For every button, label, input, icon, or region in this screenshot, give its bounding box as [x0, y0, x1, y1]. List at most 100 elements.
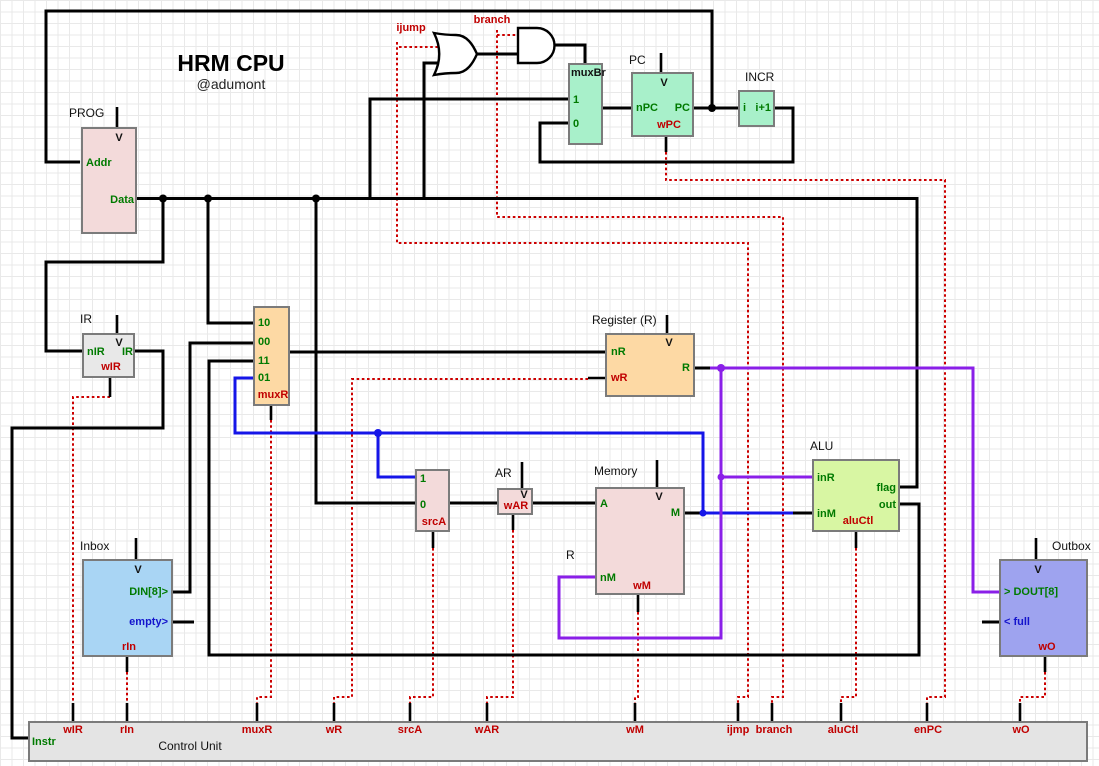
alu-flag-pin: flag	[876, 482, 896, 494]
register-block[interactable]: V nR wR R	[605, 333, 695, 397]
prog-data-pin: Data	[110, 194, 134, 206]
control-out-aluCtl: aluCtl	[827, 724, 859, 736]
register-nr-pin: nR	[611, 346, 626, 358]
srca-in1-pin: 1	[420, 473, 427, 485]
outbox-caption: Outbox	[1052, 539, 1091, 553]
wire-flag-to-or	[422, 61, 919, 489]
muxbr-block[interactable]: muxBr 1 0	[568, 63, 606, 145]
outbox-dout-pin: > DOUT[8]	[1004, 586, 1059, 598]
incr-caption: INCR	[745, 70, 775, 84]
inbox-din-pin: DIN[8]>	[129, 586, 168, 598]
incr-i1-pin: i+1	[755, 102, 771, 114]
register-clock-pin: V	[665, 337, 673, 349]
muxr-in11-pin: 11	[258, 355, 270, 367]
pc-caption: PC	[629, 53, 646, 67]
ar-clock-pin: V	[520, 489, 528, 501]
control-out-wM: wM	[626, 724, 644, 736]
memory-block[interactable]: V A M nM wM	[595, 487, 685, 595]
control-unit-caption: Control Unit	[158, 739, 222, 753]
wire-ir-to-instr	[10, 349, 165, 740]
prog-block[interactable]: V Addr Data	[81, 127, 137, 234]
control-unit-block[interactable]: Instr Control Unit	[28, 721, 1088, 762]
incr-block[interactable]: i i+1	[738, 90, 775, 127]
pin-stubs	[71, 53, 1047, 721]
srca-sel-pin: srcA	[421, 516, 447, 528]
memory-caption: Memory	[594, 464, 638, 478]
prog-caption: PROG	[69, 106, 105, 120]
wire-ctl-wM	[634, 612, 639, 703]
alu-inm-pin: inM	[817, 508, 836, 520]
pc-block[interactable]: V nPC PC wPC	[631, 72, 694, 137]
register-caption: Register (R)	[592, 313, 657, 327]
wire-ctl-muxR	[256, 420, 272, 703]
wire-ctl-aluCtl	[840, 548, 857, 703]
ir-block[interactable]: V nIR IR wIR	[82, 333, 135, 378]
prog-clock-pin: V	[115, 132, 123, 144]
alu-block[interactable]: inR inM flag out aluCtl	[812, 459, 900, 532]
muxr-block[interactable]: 10 00 11 01 muxR	[253, 306, 290, 406]
register-r-pin: R	[682, 362, 690, 374]
control-out-wR: wR	[325, 724, 343, 736]
diagram-title: HRM CPU	[177, 50, 285, 76]
wire-incr-loop	[538, 106, 795, 164]
wire-ctl-wAR	[486, 530, 514, 703]
pc-wpc-pin: wPC	[657, 119, 681, 131]
wire-data-bus	[137, 97, 568, 200]
control-out-muxR: muxR	[241, 724, 273, 736]
inbox-block[interactable]: V DIN[8]> empty> rIn	[82, 559, 173, 657]
wire-pc-to-prog-addr	[44, 9, 714, 164]
wire-ctl-wO	[1019, 672, 1046, 703]
wire-ctl-wR	[333, 378, 588, 703]
purple-wires	[557, 366, 999, 640]
outbox-block[interactable]: V > DOUT[8] < full wO	[999, 559, 1088, 657]
outbox-clock-pin: V	[1034, 564, 1042, 576]
inbox-rin-pin: rIn	[121, 641, 137, 653]
wire-bus-to-srca0	[314, 198, 415, 505]
wire-bus-to-ir	[44, 198, 165, 353]
wire-r-to-dout	[710, 366, 999, 594]
srca-block[interactable]: 1 0 srcA	[415, 469, 450, 532]
blue-wires	[233, 376, 793, 515]
gates[interactable]	[431, 26, 556, 77]
muxbr-in1-pin: 1	[573, 94, 580, 106]
wire-ctl-ijump	[396, 42, 749, 703]
prog-addr-pin: Addr	[86, 157, 112, 169]
memory-a-pin: A	[600, 498, 608, 510]
control-out-branch: branch	[755, 724, 793, 736]
register-wr-pin: wR	[611, 372, 628, 384]
control-out-srcA: srcA	[397, 724, 423, 736]
control-out-enPC: enPC	[913, 724, 943, 736]
control-out-rIn: rIn	[119, 724, 135, 736]
outbox-wo-pin: wO	[1038, 641, 1056, 653]
muxbr-caption: muxBr	[571, 67, 606, 79]
wire-bus-to-muxr10	[206, 198, 253, 325]
wire-blue-to-srca1	[376, 433, 415, 479]
control-out-wIR: wIR	[63, 724, 83, 736]
ar-block[interactable]: V wAR	[497, 488, 533, 515]
memory-clock-pin: V	[655, 491, 663, 503]
inbox-caption: Inbox	[80, 539, 110, 553]
ir-nir-pin: nIR	[87, 346, 105, 358]
outbox-full-pin: < full	[1004, 616, 1030, 628]
wire-r-to-nm	[557, 368, 723, 640]
or-gate	[431, 31, 479, 77]
memory-r-tag: R	[566, 548, 575, 562]
control-out-wAR: wAR	[474, 724, 500, 736]
alu-inr-pin: inR	[817, 472, 835, 484]
junction-dots	[159, 104, 725, 517]
muxbr-in0-pin: 0	[573, 118, 580, 130]
incr-i-pin: i	[743, 102, 747, 114]
ir-caption: IR	[80, 312, 92, 326]
pc-clock-pin: V	[660, 77, 668, 89]
ijump-label: ijump	[396, 22, 426, 34]
ar-war-pin: wAR	[503, 500, 529, 512]
wire-and-to-muxbr-sel	[555, 43, 587, 63]
memory-wm-pin: wM	[633, 580, 651, 592]
srca-in0-pin: 0	[420, 499, 427, 511]
ir-out-pin: IR	[122, 346, 133, 358]
muxr-in01-pin: 01	[258, 372, 271, 384]
ar-caption: AR	[495, 466, 512, 480]
control-instr-pin: Instr	[32, 736, 56, 748]
wire-din-to-muxr00	[173, 341, 253, 594]
diagram-author: @adumont	[196, 76, 266, 92]
